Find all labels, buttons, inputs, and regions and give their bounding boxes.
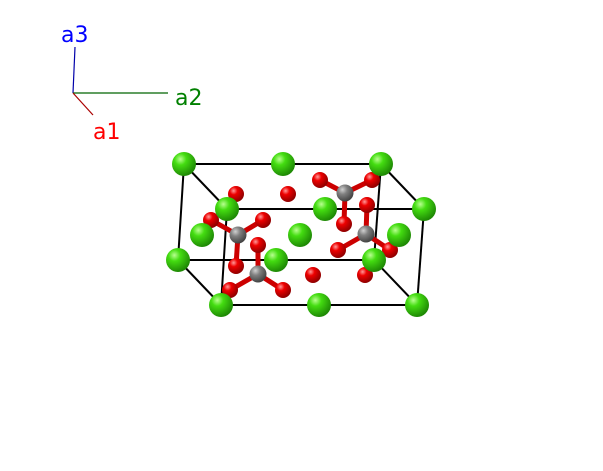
calcium-atom[interactable] bbox=[307, 293, 331, 317]
calcium-atom[interactable] bbox=[166, 248, 190, 272]
oxygen-atom[interactable] bbox=[250, 237, 266, 253]
calcium-atom[interactable] bbox=[190, 223, 214, 247]
oxygen-atom[interactable] bbox=[255, 212, 271, 228]
calcium-atom[interactable] bbox=[215, 197, 239, 221]
carbon-atom[interactable] bbox=[229, 226, 247, 244]
calcium-atom[interactable] bbox=[313, 197, 337, 221]
calcium-atom[interactable] bbox=[369, 152, 393, 176]
cell-edge bbox=[416, 208, 425, 306]
oxygen-atom[interactable] bbox=[305, 267, 321, 283]
oxygen-atom[interactable] bbox=[280, 186, 296, 202]
oxygen-atom[interactable] bbox=[203, 212, 219, 228]
calcium-atom[interactable] bbox=[405, 293, 429, 317]
oxygen-atom[interactable] bbox=[222, 282, 238, 298]
calcium-atom[interactable] bbox=[412, 197, 436, 221]
cell-edge bbox=[177, 163, 185, 261]
cell-edge bbox=[220, 208, 228, 306]
carbon-atom[interactable] bbox=[357, 225, 375, 243]
axis-a2-label: a2 bbox=[175, 86, 202, 111]
axis-a3 bbox=[72, 46, 76, 94]
calcium-atom[interactable] bbox=[271, 152, 295, 176]
calcium-atom[interactable] bbox=[362, 248, 386, 272]
oxygen-atom[interactable] bbox=[275, 282, 291, 298]
axis-a1-label: a1 bbox=[93, 120, 120, 145]
calcium-atom[interactable] bbox=[387, 223, 411, 247]
axis-indicator: a3 a2 a1 bbox=[61, 23, 202, 145]
carbon-atom[interactable] bbox=[336, 184, 354, 202]
oxygen-atom[interactable] bbox=[382, 242, 398, 258]
oxygen-atom[interactable] bbox=[359, 197, 375, 213]
calcium-atom[interactable] bbox=[264, 248, 288, 272]
carbon-atom[interactable] bbox=[249, 265, 267, 283]
calcium-atom[interactable] bbox=[209, 293, 233, 317]
oxygen-atom[interactable] bbox=[228, 186, 244, 202]
axis-a3-label: a3 bbox=[61, 23, 88, 48]
oxygen-atom[interactable] bbox=[312, 172, 328, 188]
axis-a1 bbox=[72, 92, 94, 116]
oxygen-atom[interactable] bbox=[228, 258, 244, 274]
oxygen-atom[interactable] bbox=[357, 267, 373, 283]
oxygen-atom[interactable] bbox=[330, 242, 346, 258]
calcium-atom[interactable] bbox=[288, 223, 312, 247]
unit-cell bbox=[166, 152, 436, 317]
oxygen-atom[interactable] bbox=[336, 216, 352, 232]
oxygen-atom[interactable] bbox=[364, 172, 380, 188]
calcium-atom[interactable] bbox=[172, 152, 196, 176]
